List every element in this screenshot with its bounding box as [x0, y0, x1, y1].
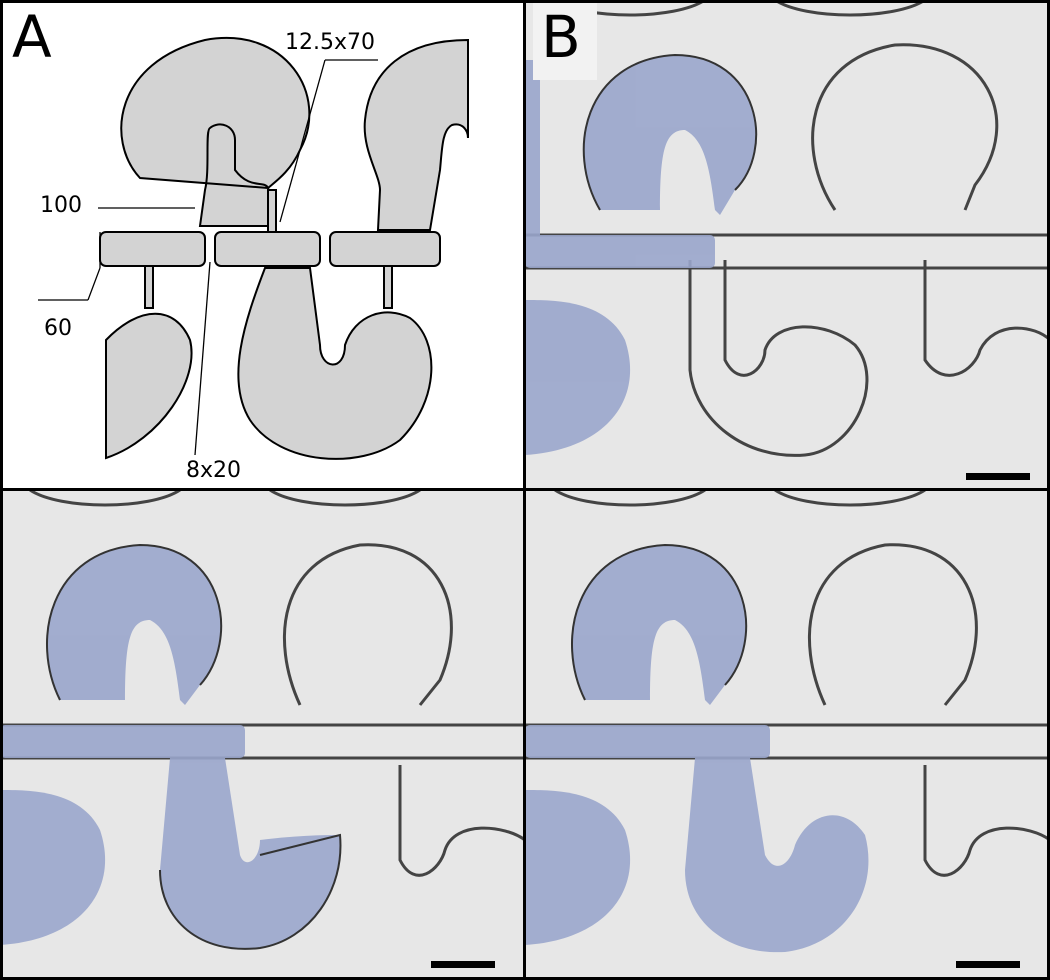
dim-channel: 60 — [44, 316, 72, 341]
dim-width: 100 — [40, 193, 82, 218]
panel-a-schematic: A 12.5x70 100 60 8x20 — [0, 0, 525, 490]
liquid-top-chamber — [571, 545, 747, 705]
liquid-middle-chamber — [160, 758, 341, 949]
outline-top-arc-1 — [29, 490, 181, 507]
leader-gap — [194, 261, 211, 456]
chamber-top-right — [363, 38, 469, 231]
chamber-bottom-middle — [237, 267, 433, 460]
liquid-left-edge — [525, 60, 540, 240]
micrograph-d — [525, 490, 1050, 953]
outline-chamber-3 — [283, 543, 453, 706]
liquid-channel — [525, 725, 770, 758]
outline-top-arc-2 — [774, 490, 926, 507]
outline-chamber-4 — [688, 260, 869, 457]
liquid-middle-chamber — [685, 758, 869, 953]
panel-label-b: B — [541, 3, 581, 71]
scale-bar-b — [966, 473, 1030, 480]
schematic-drawing — [38, 37, 469, 460]
outline-chamber-4 — [923, 765, 1050, 877]
bridge-bottom-left — [144, 265, 154, 309]
liquid-top-chamber — [583, 55, 757, 215]
bridge-top — [267, 189, 277, 233]
micrograph-b — [525, 0, 1050, 457]
liquid-outline-middle — [159, 833, 342, 950]
panel-label-a: A — [12, 3, 52, 71]
label-box — [533, 0, 597, 80]
outline-chamber-4 — [398, 765, 525, 877]
liquid-outline-top — [582, 53, 758, 211]
dim-bridge: 12.5x70 — [285, 30, 375, 55]
channel-segment-2 — [214, 231, 321, 267]
outline-chamber-5 — [923, 260, 1050, 377]
divider-horizontal — [0, 488, 1050, 491]
channel-segment-3 — [329, 231, 441, 267]
bridge-bottom-right — [383, 265, 393, 309]
dim-gap: 8x20 — [186, 458, 242, 483]
leader-bridge-2 — [279, 59, 326, 223]
panel-c-micrograph — [0, 490, 525, 980]
outline-chamber-3 — [811, 43, 999, 211]
panel-b-micrograph: B — [525, 0, 1050, 490]
liquid-left-chamber — [525, 790, 631, 945]
liquid-outline-top — [571, 543, 748, 701]
liquid-left-chamber — [525, 300, 631, 455]
micrograph-c — [0, 490, 525, 950]
channel-segment-1 — [99, 231, 206, 267]
outline-top-arc-2 — [269, 490, 421, 507]
liquid-left-chamber — [0, 790, 106, 945]
liquid-channel — [525, 235, 715, 268]
outline-top-arc-2 — [774, 0, 926, 17]
outline-top-arc-1 — [554, 490, 706, 507]
chamber-bottom-left — [105, 312, 193, 460]
outline-chamber-3 — [808, 543, 978, 706]
scale-bar-c — [431, 961, 495, 968]
chamber-top-left — [120, 37, 311, 227]
liquid-channel — [0, 725, 245, 758]
leader-channel-2 — [87, 267, 101, 301]
liquid-top-chamber — [46, 545, 222, 705]
panel-d-micrograph — [525, 490, 1050, 980]
scale-bar-d — [956, 961, 1020, 968]
liquid-outline-top — [46, 543, 223, 701]
